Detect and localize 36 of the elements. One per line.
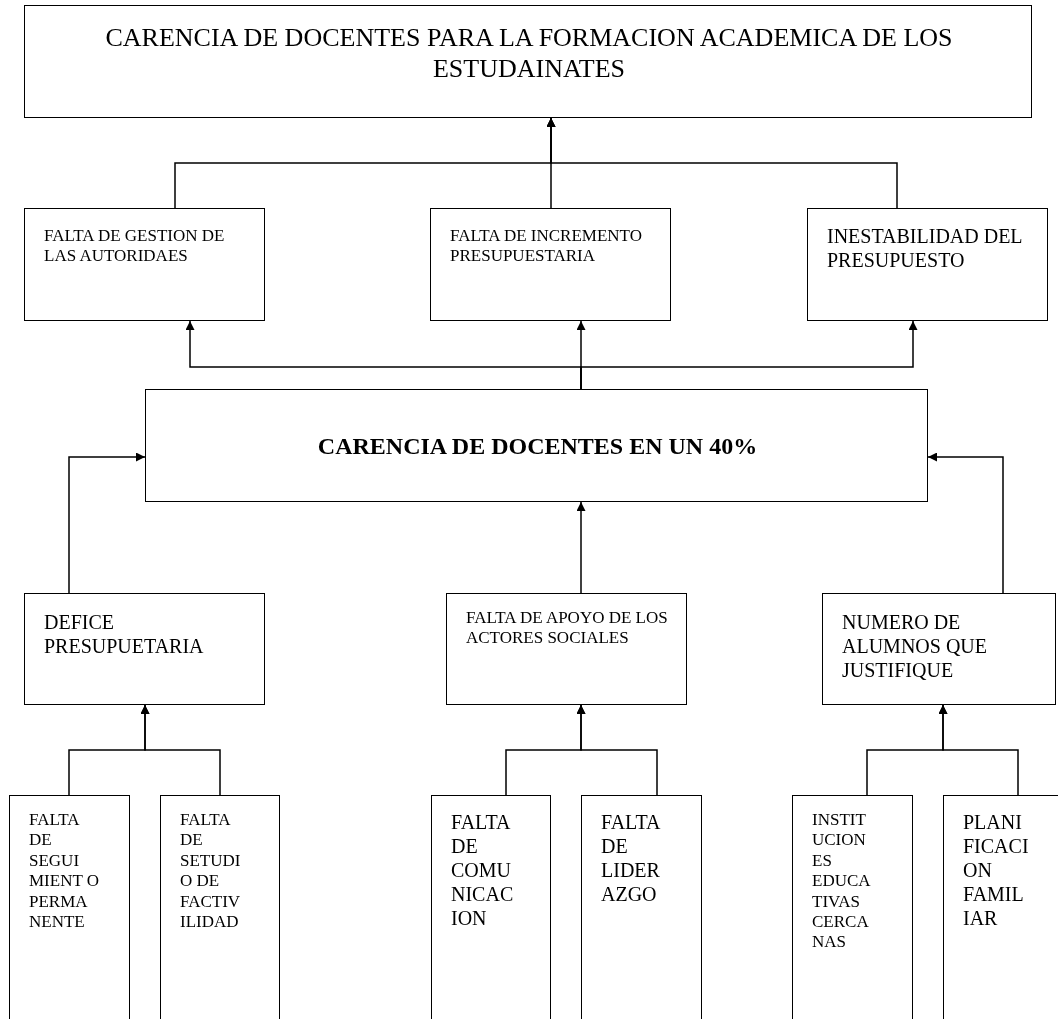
box-label: FALTA DE INCREMENTO PRESUPUESTARIA	[450, 226, 643, 267]
arrow	[546, 117, 898, 209]
arrow	[580, 320, 918, 390]
arrow	[576, 501, 586, 594]
arrow	[938, 704, 1019, 796]
box-label: FALTA DE LIDER AZGO	[601, 810, 661, 906]
process-box	[145, 389, 928, 502]
arrow	[68, 452, 146, 594]
process-box	[807, 208, 1048, 321]
process-box	[430, 208, 671, 321]
process-box	[431, 795, 551, 1019]
box-label: CARENCIA DE DOCENTES PARA LA FORMACION ACADEMICA DE LOS ESTUDAINATES	[104, 22, 954, 85]
arrow	[576, 704, 658, 796]
process-box	[160, 795, 280, 1019]
process-box	[446, 593, 687, 705]
box-label: FALTA DE GESTION DE LAS AUTORIDAES	[44, 226, 226, 267]
process-box	[822, 593, 1056, 705]
box-label: FALTA DE COMU NICAC ION	[451, 810, 515, 930]
box-label: CARENCIA DE DOCENTES EN UN 40%	[316, 432, 759, 461]
box-label: NUMERO DE ALUMNOS QUE JUSTIFIQUE	[842, 610, 988, 682]
arrow	[927, 452, 1004, 594]
process-box	[792, 795, 913, 1019]
process-box	[24, 208, 265, 321]
process-box	[581, 795, 702, 1019]
process-box	[9, 795, 130, 1019]
arrow	[140, 704, 221, 796]
box-label: DEFICE PRESUPUETARIA	[44, 610, 205, 658]
process-box	[943, 795, 1058, 1019]
box-label: FALTA DE APOYO DE LOS ACTORES SOCIALES	[466, 608, 669, 649]
box-label: INSTIT UCION ES EDUCA TIVAS CERCA NAS	[812, 810, 872, 953]
box-label: FALTA DE SEGUI MIENT O PERMA NENTE	[29, 810, 101, 933]
process-box	[24, 5, 1032, 118]
box-label: FALTA DE SETUDI O DE FACTIV ILIDAD	[180, 810, 242, 933]
box-label: INESTABILIDAD DEL PRESUPUESTO	[827, 224, 1023, 272]
process-box	[24, 593, 265, 705]
box-label: PLANI FICACI ON FAMIL IAR	[963, 810, 1030, 930]
